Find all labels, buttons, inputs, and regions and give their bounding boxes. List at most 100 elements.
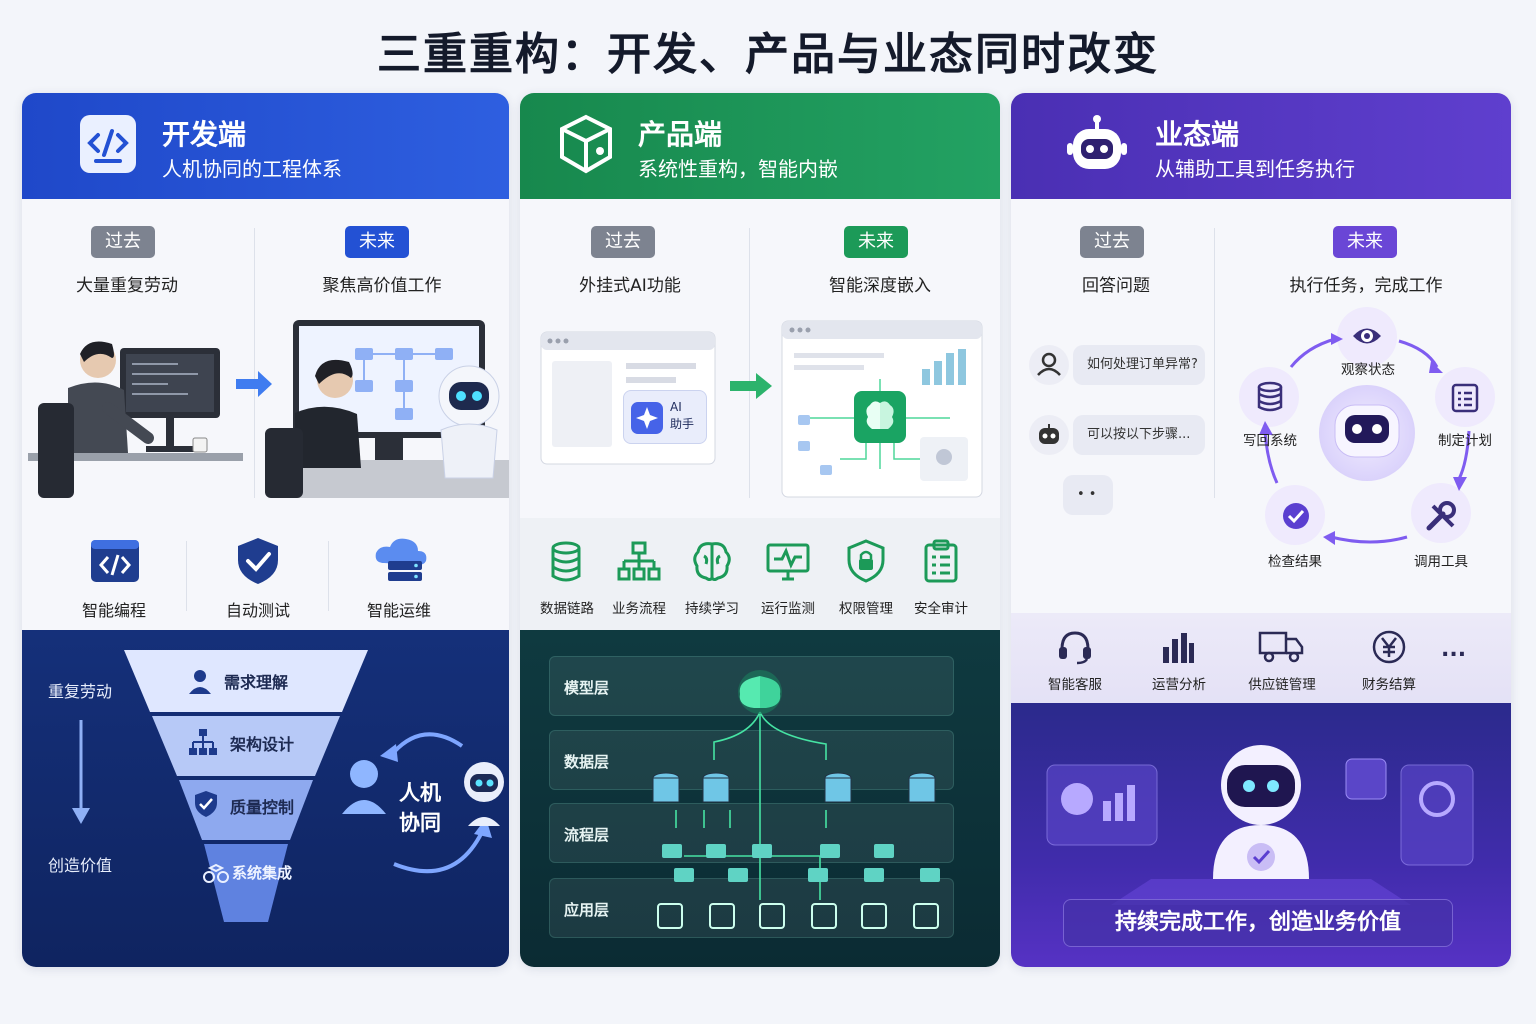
- layer-row-data: 数据层: [549, 730, 954, 790]
- architecture-graph: [652, 670, 940, 929]
- arrow-right-icon: [730, 373, 772, 399]
- tool-label: 智能编程: [81, 601, 146, 620]
- more-indicator[interactable]: ...: [1441, 637, 1467, 662]
- tool-label: 智能运维: [366, 601, 431, 620]
- arrow-bottom-label: 创造价值: [48, 856, 113, 875]
- cycle-label: 调用工具: [1414, 554, 1468, 570]
- prod-architecture: 模型层 数据层 流程层 应用层: [520, 630, 1000, 967]
- dev-future-caption: 聚焦高价值工作: [322, 276, 442, 296]
- dev-subtitle: 人机协同的工程体系: [162, 157, 342, 181]
- cycle-label: 检查结果: [1268, 554, 1322, 570]
- funnel-label: 系统集成: [232, 864, 293, 882]
- dev-future-illustration: [265, 320, 509, 498]
- cycle-label: 制定计划: [1438, 433, 1492, 449]
- arrow-top-label: 重复劳动: [48, 682, 113, 701]
- ai-assistant-badge[interactable]: AI 助手: [623, 390, 707, 444]
- prod-header: 产品端 系统性重构，智能内嵌: [520, 93, 1000, 199]
- prod-past-caption: 外挂式AI功能: [579, 276, 681, 296]
- biz-future-tag: 未来: [1333, 226, 1397, 258]
- hierarchy-icon: [189, 729, 217, 755]
- database-icon: [1257, 381, 1283, 412]
- bot-avatar: [1029, 415, 1069, 455]
- prod-panel: 产品端 系统性重构，智能内嵌 过去 未来 外挂式AI功能 智能深度嵌入 AI 助…: [520, 93, 1000, 967]
- funnel-shape: [124, 650, 368, 922]
- cycle-label: 写回系统: [1243, 433, 1297, 449]
- layer-label: 数据层: [564, 753, 610, 771]
- capability-strip: [520, 518, 1000, 630]
- dev-dark-section: 重复劳动 创造价值 需求理解 架构设计 质量控制 系统集成: [22, 630, 509, 967]
- biz-header: 业态端 从辅助工具到任务执行: [1011, 93, 1511, 199]
- shield-check-icon: [195, 791, 217, 817]
- value-banner: 持续完成工作，创造业务价值: [1063, 899, 1453, 947]
- chat-bubble-bot: 可以按以下步骤...: [1073, 415, 1205, 455]
- checklist-icon: [1451, 383, 1479, 413]
- prod-past-tag: 过去: [591, 226, 655, 258]
- ai-badge-line: 助手: [670, 417, 695, 431]
- layer-label: 应用层: [564, 901, 610, 919]
- tools-icon: [1426, 501, 1456, 531]
- biz-subtitle: 从辅助工具到任务执行: [1155, 157, 1355, 181]
- biz-title: 业态端: [1155, 118, 1240, 151]
- dev-title: 开发端: [162, 118, 247, 151]
- flow-icon: [617, 541, 661, 581]
- agent-cycle-diagram: [1239, 307, 1495, 545]
- dev-header: 开发端 人机协同的工程体系: [22, 93, 509, 199]
- check-circle-icon: [1283, 503, 1309, 529]
- cycle-label: 观察状态: [1341, 362, 1395, 378]
- capability-label: 持续学习: [685, 601, 739, 617]
- clipboard-icon: [924, 539, 958, 583]
- scenario-label: 供应链管理: [1248, 677, 1316, 693]
- biz-future-caption: 执行任务，完成工作: [1289, 276, 1443, 296]
- sparkle-icon: [631, 402, 663, 434]
- chat-bubble-user: 如何处理订单异常?: [1073, 345, 1205, 385]
- layer-label: 模型层: [564, 679, 610, 697]
- funnel-label: 质量控制: [230, 798, 295, 817]
- robot-icon: [1067, 115, 1127, 169]
- shield-check-icon: [238, 538, 278, 584]
- funnel-label: 架构设计: [230, 735, 295, 754]
- layer-label: 流程层: [564, 826, 610, 844]
- prod-title: 产品端: [638, 118, 723, 151]
- chat-typing: • •: [1063, 475, 1113, 515]
- biz-panel: 业态端 从辅助工具到任务执行 过去 未来 回答问题 执行任务，完成工作 如何处理…: [1011, 93, 1511, 967]
- ai-badge-line: AI: [670, 400, 682, 414]
- code-icon: [80, 115, 136, 173]
- database-icon: [551, 541, 581, 582]
- box-icon: [560, 114, 612, 174]
- dev-future-tag: 未来: [345, 226, 409, 258]
- bar-chart-icon: [1163, 633, 1194, 663]
- robot-icon: [1039, 424, 1059, 444]
- code-window-icon: [91, 540, 139, 582]
- collab-line: 协同: [399, 811, 441, 835]
- capability-label: 安全审计: [914, 601, 968, 617]
- capability-label: 业务流程: [612, 601, 666, 617]
- funnel-label: 需求理解: [224, 673, 289, 692]
- tool-label: 自动测试: [225, 601, 290, 620]
- dev-past-illustration: [28, 341, 243, 498]
- headset-icon: [1059, 631, 1091, 665]
- dev-past-caption: 大量重复劳动: [76, 276, 178, 296]
- person-icon: [1037, 352, 1061, 376]
- dev-past-tag: 过去: [91, 226, 155, 258]
- robot-workspace-illustration: [1046, 745, 1474, 905]
- collab-line: 人机: [399, 781, 441, 805]
- ai-badge-text: AI 助手: [670, 399, 694, 433]
- page-title: 三重重构：开发、产品与业态同时改变: [377, 29, 1159, 80]
- biz-past-tag: 过去: [1080, 226, 1144, 258]
- brain-icon: [693, 542, 731, 581]
- scenario-strip: [1011, 613, 1511, 703]
- eye-icon: [1353, 328, 1381, 344]
- cubes-icon: [203, 863, 229, 883]
- person-icon: [189, 670, 211, 694]
- truck-icon: [1258, 631, 1304, 663]
- prod-subtitle: 系统性重构，智能内嵌: [638, 157, 838, 181]
- monitor-icon: [766, 543, 810, 581]
- collab-cycle-arrows: [342, 732, 504, 874]
- prod-future-tag: 未来: [844, 226, 908, 258]
- capability-label: 权限管理: [839, 601, 893, 617]
- scenario-label: 运营分析: [1152, 677, 1206, 693]
- cloud-server-icon: [375, 538, 427, 581]
- capability-label: 运行监测: [761, 601, 815, 617]
- user-avatar: [1029, 345, 1069, 385]
- dev-panel: 开发端 人机协同的工程体系 过去 未来 大量重复劳动 聚焦高价值工作: [22, 93, 509, 967]
